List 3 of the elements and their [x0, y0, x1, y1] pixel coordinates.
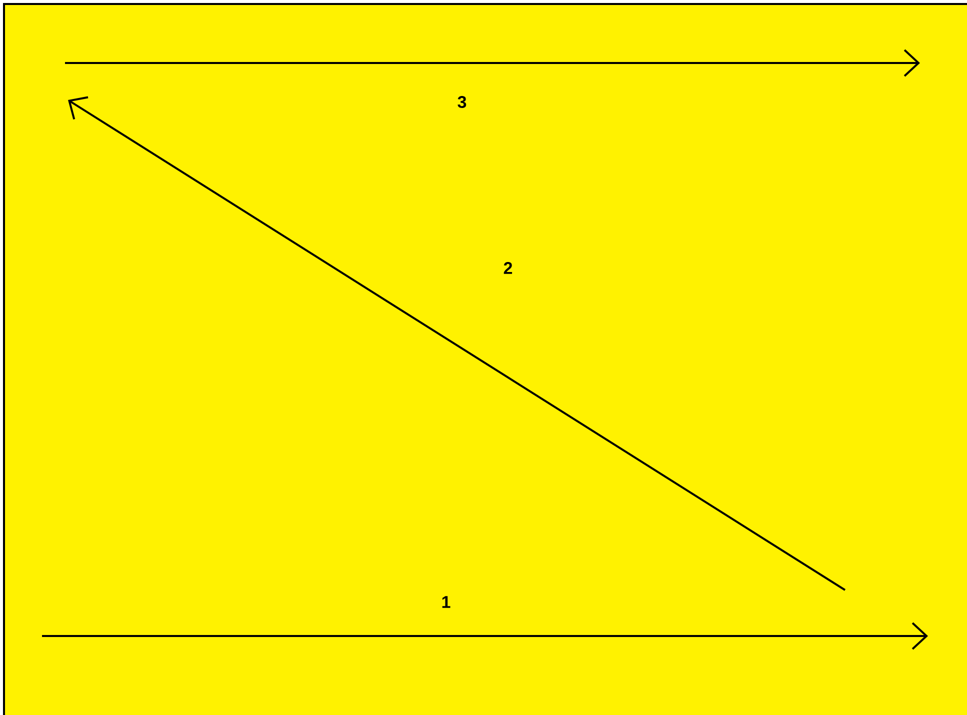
arrow-number: 2 [504, 262, 512, 274]
arrow-number: 3 [458, 96, 466, 108]
arrow-number: 1 [442, 596, 450, 608]
